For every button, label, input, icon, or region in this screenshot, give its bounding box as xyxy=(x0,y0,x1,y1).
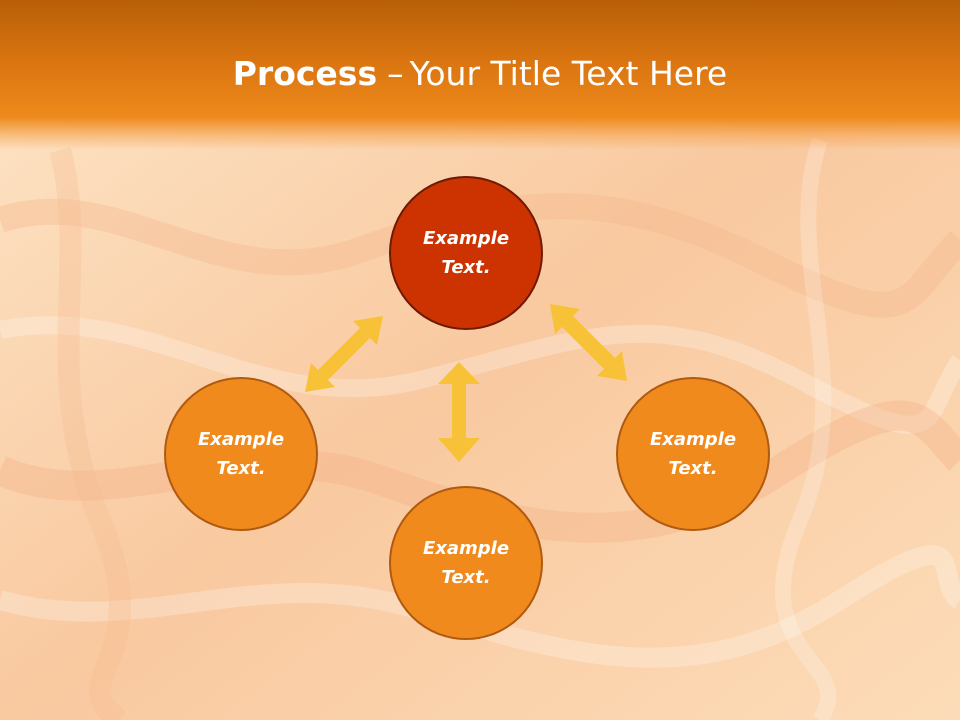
node-label: Example Text. xyxy=(633,425,753,483)
process-node-left[interactable]: Example Text. xyxy=(164,377,318,531)
node-label-line2: Text. xyxy=(441,257,491,278)
node-label: Example Text. xyxy=(406,224,526,282)
double-arrow-left xyxy=(305,316,383,392)
node-label-line1: Example xyxy=(422,228,510,249)
node-label-line1: Example xyxy=(649,429,737,450)
node-label-line2: Text. xyxy=(668,458,718,479)
node-label: Example Text. xyxy=(406,534,526,592)
node-label-line2: Text. xyxy=(441,567,491,588)
node-label-line1: Example xyxy=(422,538,510,559)
title-rest: Your Title Text Here xyxy=(409,54,728,93)
title-strong: Process xyxy=(232,54,378,93)
node-label-line2: Text. xyxy=(216,458,266,479)
process-node-right[interactable]: Example Text. xyxy=(616,377,770,531)
process-node-top[interactable]: Example Text. xyxy=(389,176,543,330)
title-banner xyxy=(0,0,960,150)
node-label-line1: Example xyxy=(197,429,285,450)
slide-title: Process–Your Title Text Here xyxy=(0,52,960,96)
process-node-bottom[interactable]: Example Text. xyxy=(389,486,543,640)
title-separator: – xyxy=(387,54,404,93)
double-arrow-center xyxy=(438,362,480,462)
node-label: Example Text. xyxy=(181,425,301,483)
double-arrow-right xyxy=(550,304,627,381)
